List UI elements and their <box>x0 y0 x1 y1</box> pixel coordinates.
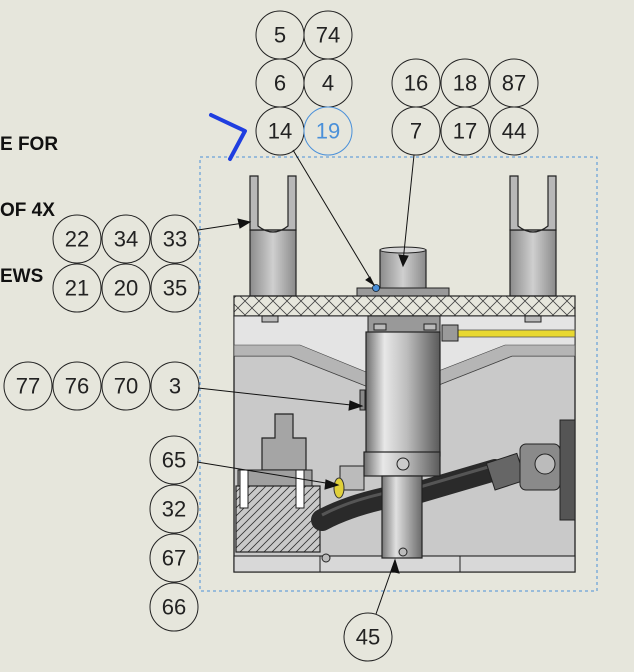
balloon-label: 20 <box>114 276 138 301</box>
balloon-label: 14 <box>268 119 292 144</box>
balloon-label: 3 <box>169 374 181 399</box>
balloon-7[interactable]: 7 <box>391 106 441 156</box>
note-line-2: OF 4X <box>0 200 55 221</box>
balloon-3[interactable]: 3 <box>150 361 200 411</box>
balloon-label: 5 <box>274 23 286 48</box>
balloon-67[interactable]: 67 <box>149 533 199 583</box>
balloon-label: 7 <box>410 119 422 144</box>
balloon-label: 77 <box>16 374 40 399</box>
yellow-fluid-line <box>441 324 576 342</box>
balloon-17[interactable]: 17 <box>440 106 490 156</box>
balloon-label: 21 <box>65 276 89 301</box>
check-mark-icon <box>209 113 247 161</box>
right-fork-bracket <box>509 175 557 297</box>
balloon-label: 74 <box>316 23 340 48</box>
fasteners <box>261 315 542 563</box>
balloon-87[interactable]: 87 <box>489 58 539 108</box>
balloon-label: 22 <box>65 227 89 252</box>
leader-lines <box>196 149 415 615</box>
balloon-77[interactable]: 77 <box>3 361 53 411</box>
drawing-note: E FOR OF 4X EWS <box>0 90 80 310</box>
balloon-label: 76 <box>65 374 89 399</box>
balloon-label: 66 <box>162 595 186 620</box>
balloon-label: 45 <box>356 625 380 650</box>
balloon-callouts[interactable]: 5 74 6 4 14 19 16 18 87 7 17 44 22 34 33… <box>3 10 539 662</box>
balloon-label: 17 <box>453 119 477 144</box>
left-support-block <box>235 413 365 553</box>
balloon-45[interactable]: 45 <box>343 612 393 662</box>
balloon-70[interactable]: 70 <box>101 361 151 411</box>
balloon-5[interactable]: 5 <box>255 10 305 60</box>
balloon-label: 32 <box>162 497 186 522</box>
balloon-label: 18 <box>453 71 477 96</box>
balloon-label: 65 <box>162 448 186 473</box>
balloon-44[interactable]: 44 <box>489 106 539 156</box>
main-cylinder <box>359 315 441 559</box>
balloon-label: 87 <box>502 71 526 96</box>
balloon-21[interactable]: 21 <box>52 263 102 313</box>
balloon-20[interactable]: 20 <box>101 263 151 313</box>
left-fork-bracket <box>249 175 297 297</box>
balloon-4[interactable]: 4 <box>303 58 353 108</box>
balloon-33[interactable]: 33 <box>150 214 200 264</box>
balloon-label: 35 <box>163 276 187 301</box>
hose-end-fitting <box>485 419 576 521</box>
balloon-65[interactable]: 65 <box>149 435 199 485</box>
balloon-label: 33 <box>163 227 187 252</box>
selected-fastener-marker[interactable] <box>372 284 380 292</box>
balloon-35[interactable]: 35 <box>150 263 200 313</box>
balloon-label: 44 <box>502 119 526 144</box>
balloon-19-selected[interactable]: 19 <box>303 106 353 156</box>
balloon-16[interactable]: 16 <box>391 58 441 108</box>
balloon-66[interactable]: 66 <box>149 582 199 632</box>
balloon-14[interactable]: 14 <box>255 106 305 156</box>
balloon-76[interactable]: 76 <box>52 361 102 411</box>
balloon-22[interactable]: 22 <box>52 214 102 264</box>
note-line-3: EWS <box>0 266 44 287</box>
note-line-1: E FOR <box>0 134 59 155</box>
balloon-label: 16 <box>404 71 428 96</box>
balloon-label: 6 <box>274 71 286 96</box>
top-centre-post <box>356 246 450 297</box>
balloon-label: 4 <box>322 71 334 96</box>
balloon-18[interactable]: 18 <box>440 58 490 108</box>
balloon-label: 67 <box>162 546 186 571</box>
balloon-label: 34 <box>114 227 138 252</box>
top-plate <box>233 295 576 317</box>
selection-boundary <box>199 156 598 592</box>
balloon-34[interactable]: 34 <box>101 214 151 264</box>
balloon-32[interactable]: 32 <box>149 484 199 534</box>
balloon-label: 70 <box>114 374 138 399</box>
balloon-74[interactable]: 74 <box>303 10 353 60</box>
balloon-6[interactable]: 6 <box>255 58 305 108</box>
balloon-label: 19 <box>316 119 340 144</box>
